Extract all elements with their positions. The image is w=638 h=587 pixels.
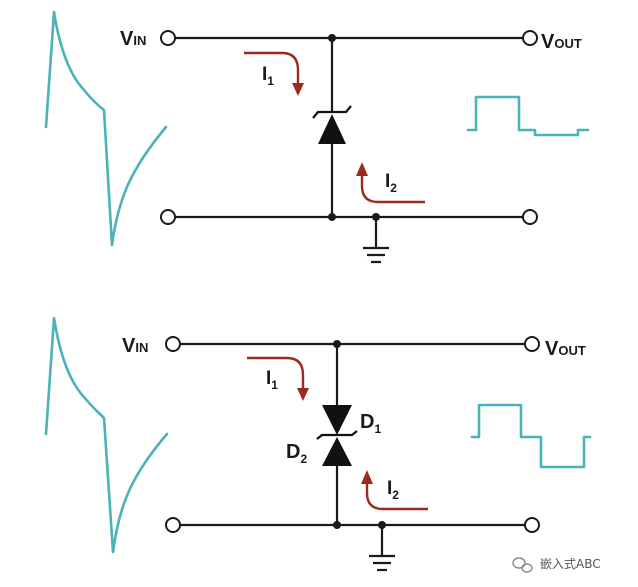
top-circuit: VIN VOUT I1 I2 <box>44 10 590 264</box>
top-tvs-diode-symbol <box>312 105 352 144</box>
bottom-input-waveform <box>44 316 169 554</box>
bottom-d1-diode-symbol <box>322 405 352 435</box>
top-vin-label: VIN <box>120 28 146 50</box>
top-vin-terminal <box>160 30 176 46</box>
top-ground-in-terminal <box>160 209 176 225</box>
wechat-icon <box>512 557 533 573</box>
top-i2-current-arrow <box>356 162 425 204</box>
bottom-d2-label: D2 <box>286 441 307 466</box>
top-ground-symbol <box>363 246 389 264</box>
top-vout-label: VOUT <box>541 31 582 53</box>
top-i1-label: I1 <box>262 64 274 88</box>
top-i2-label: I2 <box>385 171 397 195</box>
watermark: 嵌入式ABC <box>512 557 601 573</box>
bottom-d1-label: D1 <box>360 411 381 436</box>
bottom-output-waveform <box>470 403 592 469</box>
top-junction-node <box>372 213 380 221</box>
top-ground-out-terminal <box>522 209 538 225</box>
bottom-vin-label: VIN <box>122 335 148 357</box>
top-vout-terminal <box>522 30 538 46</box>
bottom-junction-node <box>378 521 386 529</box>
bottom-vout-label: VOUT <box>545 338 586 360</box>
top-junction-node <box>328 213 336 221</box>
bottom-d1-d2-cathode-bar <box>316 430 358 440</box>
bottom-i1-label: I1 <box>266 368 278 392</box>
bottom-vout-terminal <box>524 336 540 352</box>
bottom-ground-out-terminal <box>524 517 540 533</box>
bottom-junction-node <box>333 340 341 348</box>
top-input-waveform <box>44 10 168 247</box>
top-output-waveform <box>466 95 590 137</box>
bottom-d2-diode-symbol <box>322 437 352 466</box>
watermark-text: 嵌入式ABC <box>540 557 601 571</box>
bottom-vin-terminal <box>165 336 181 352</box>
top-i1-current-arrow <box>244 51 304 96</box>
bottom-junction-node <box>333 521 341 529</box>
bottom-circuit: VIN VOUT I1 I2 D1 D2 <box>44 316 592 572</box>
bottom-ground-in-terminal <box>165 517 181 533</box>
bottom-ground-symbol <box>369 554 395 572</box>
bottom-i1-current-arrow <box>247 356 309 401</box>
bottom-i2-current-arrow <box>361 470 428 511</box>
top-junction-node <box>328 34 336 42</box>
bottom-i2-label: I2 <box>387 478 399 502</box>
